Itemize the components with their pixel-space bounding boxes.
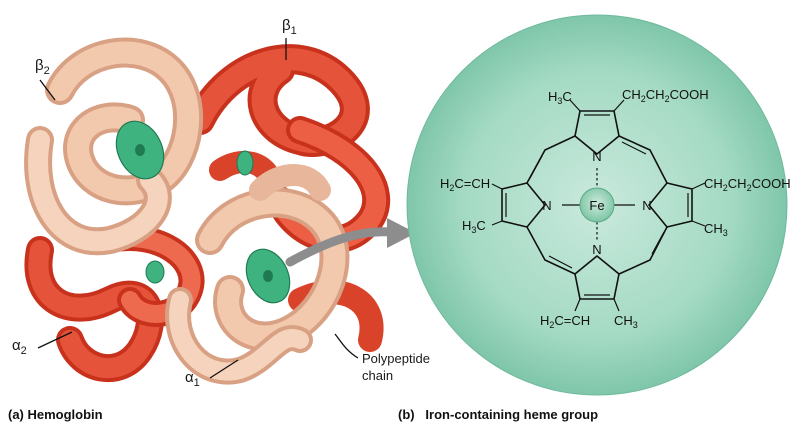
pyrrole-top: N	[574, 110, 620, 164]
methine-bridges	[526, 135, 668, 275]
beta2-label: β2	[35, 57, 50, 77]
left-methyl-label: H3C	[462, 218, 486, 235]
bottom-methyl-label: CH3	[614, 313, 638, 330]
iron-atom: Fe	[579, 187, 615, 223]
left-vinyl-label: H2C=CH	[440, 176, 490, 193]
alpha1-label: α1	[185, 369, 200, 389]
hemoglobin-structure: β1 β2 α2 α1 Polypeptide chain	[12, 17, 430, 389]
n-bottom: N	[592, 242, 601, 257]
polypeptide-label-line1: Polypeptide	[362, 351, 430, 366]
polypeptide-label-line2: chain	[362, 368, 393, 383]
n-left: N	[542, 198, 551, 213]
beta2-leader	[39, 79, 56, 101]
zoom-arrow	[285, 218, 416, 267]
substituent-bonds	[491, 99, 706, 312]
alpha-chains	[24, 37, 350, 385]
caption-b: (b) Iron-containing heme group	[398, 407, 598, 422]
right-propionate-label: CH2CH2COOH	[704, 176, 791, 193]
alpha1-leader	[209, 359, 239, 379]
heme-disc-beta1	[236, 150, 254, 176]
n-right: N	[642, 198, 651, 213]
heme-structure: Fe N N N N	[440, 87, 791, 330]
top-propionate-label: CH2CH2COOH	[622, 87, 709, 104]
beta1-label: β1	[282, 17, 297, 37]
beta-chains	[24, 44, 391, 382]
caption-a: (a) Hemoglobin	[8, 407, 103, 422]
bottom-vinyl-label: H2C=CH	[540, 313, 590, 330]
heme-disc-alpha1	[245, 248, 291, 304]
right-methyl-label: CH3	[704, 221, 728, 238]
top-methyl-label: H3C	[548, 89, 572, 106]
heme-disc-beta2	[115, 120, 165, 180]
pyrrole-left: N	[501, 182, 552, 228]
substituent-labels: H3C CH2CH2COOH CH2CH2COOH CH3 H2C=CH H3C…	[440, 87, 791, 330]
fe-coordination	[562, 168, 635, 240]
alpha2-label: α2	[12, 337, 27, 357]
pyrrole-bottom: N	[574, 242, 620, 300]
polypeptide-leader	[334, 333, 359, 359]
alpha2-leader	[37, 331, 73, 349]
svg-text:Fe: Fe	[589, 198, 604, 213]
pyrrole-right: N	[642, 182, 693, 228]
heme-disc-alpha2	[145, 260, 165, 284]
n-top: N	[592, 149, 601, 164]
